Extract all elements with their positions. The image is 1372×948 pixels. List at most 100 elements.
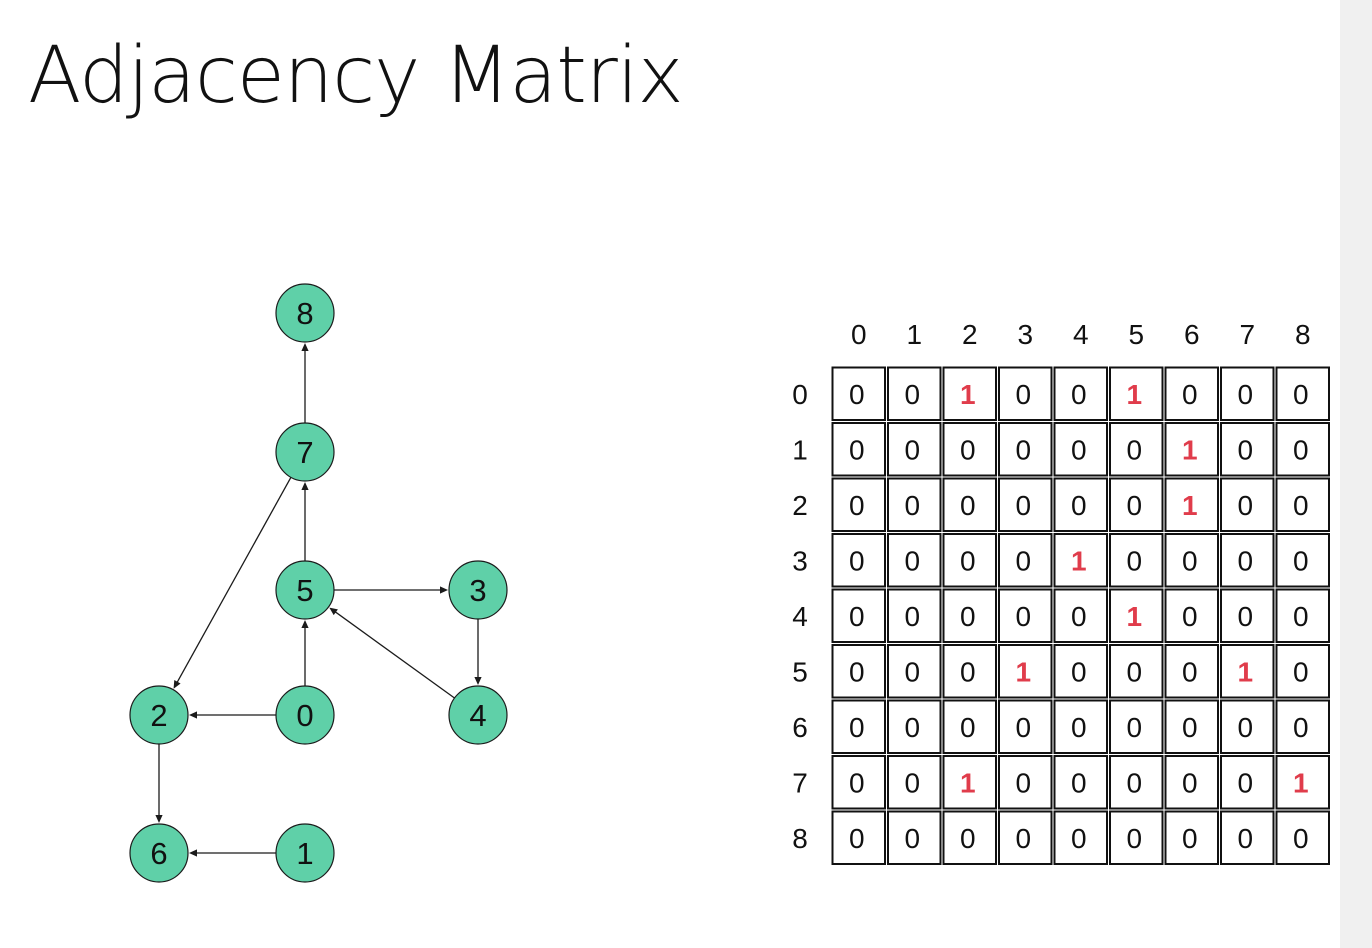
matrix-cell-0-6: 0	[1164, 366, 1219, 421]
cell-value: 0	[1015, 434, 1031, 465]
cell-value: 0	[904, 601, 920, 632]
matrix-cell-8-1: 0	[887, 810, 942, 865]
cell-value: 0	[1182, 379, 1198, 410]
matrix-cell-1-1: 0	[887, 422, 942, 477]
node-circle	[448, 560, 508, 620]
node-circle	[275, 685, 335, 745]
cell-value: 0	[1126, 490, 1142, 521]
matrix-cell-8-2: 0	[942, 810, 997, 865]
cell-value: 1	[1237, 656, 1253, 687]
cell-box	[942, 477, 997, 532]
cell-box	[1275, 366, 1330, 421]
row-header-4: 4	[792, 601, 808, 632]
cell-value: 0	[1015, 545, 1031, 576]
column-header-6: 6	[1184, 319, 1200, 350]
cell-value: 0	[1071, 379, 1087, 410]
cell-box	[1109, 699, 1164, 754]
cell-value: 0	[1237, 545, 1253, 576]
matrix-cell-6-6: 0	[1164, 699, 1219, 754]
graph-node-0: 0	[275, 685, 335, 745]
column-header-5: 5	[1128, 319, 1144, 350]
cell-value: 0	[1015, 379, 1031, 410]
cell-value: 0	[1237, 823, 1253, 854]
node-label: 4	[469, 698, 486, 733]
cell-box	[998, 810, 1053, 865]
cell-value: 0	[1237, 767, 1253, 798]
cell-value: 0	[849, 545, 865, 576]
matrix-cell-6-0: 0	[831, 699, 886, 754]
node-label: 8	[296, 296, 313, 331]
matrix-cell-3-3: 0	[998, 533, 1053, 588]
cell-value: 0	[904, 490, 920, 521]
edge-4-to-5	[329, 607, 455, 699]
cell-box	[1275, 588, 1330, 643]
cell-value: 0	[1293, 379, 1309, 410]
edge-0-to-2	[189, 711, 276, 719]
cell-box	[1220, 533, 1275, 588]
cell-box	[831, 422, 886, 477]
cell-value: 0	[1071, 434, 1087, 465]
arrowhead	[301, 482, 309, 490]
cell-box	[1275, 422, 1330, 477]
cell-value: 1	[1015, 656, 1031, 687]
edge-1-to-6	[189, 849, 276, 857]
cell-box	[1220, 588, 1275, 643]
cell-value: 0	[1015, 601, 1031, 632]
matrix-cell-4-3: 0	[998, 588, 1053, 643]
cell-value: 0	[1293, 545, 1309, 576]
cell-value: 0	[960, 434, 976, 465]
edge-7-to-8	[301, 343, 309, 423]
cell-box	[1220, 422, 1275, 477]
cell-box	[1109, 644, 1164, 699]
matrix-cell-8-0: 0	[831, 810, 886, 865]
matrix-cell-2-7: 0	[1220, 477, 1275, 532]
matrix-cell-3-4: 1	[1053, 533, 1108, 588]
cell-value: 1	[1293, 767, 1309, 798]
matrix-cell-1-8: 0	[1275, 422, 1330, 477]
matrix-cell-2-3: 0	[998, 477, 1053, 532]
cell-box	[887, 588, 942, 643]
cell-value: 1	[1182, 434, 1198, 465]
edge-7-to-2	[173, 477, 292, 689]
cell-value: 0	[1182, 601, 1198, 632]
matrix-cell-6-4: 0	[1053, 699, 1108, 754]
cell-box	[942, 810, 997, 865]
cell-box	[1275, 810, 1330, 865]
graph-node-4: 4	[448, 685, 508, 745]
cell-box	[1164, 755, 1219, 810]
matrix-cell-4-8: 0	[1275, 588, 1330, 643]
row-header-5: 5	[792, 656, 808, 687]
row-header-1: 1	[792, 434, 808, 465]
matrix-cell-1-3: 0	[998, 422, 1053, 477]
matrix-cell-3-2: 0	[942, 533, 997, 588]
slide-title: Adjacency Matrix	[28, 31, 684, 121]
column-header-0: 0	[851, 319, 867, 350]
cell-box	[831, 533, 886, 588]
cell-box	[998, 644, 1053, 699]
cell-box	[942, 588, 997, 643]
cell-box	[831, 477, 886, 532]
cell-value: 0	[1237, 379, 1253, 410]
node-label: 5	[296, 573, 313, 608]
row-header-7: 7	[792, 767, 808, 798]
cell-box	[1053, 422, 1108, 477]
matrix-cell-1-5: 0	[1109, 422, 1164, 477]
cell-value: 0	[1293, 601, 1309, 632]
cell-value: 0	[1293, 490, 1309, 521]
graph-node-6: 6	[129, 823, 189, 883]
column-header-4: 4	[1073, 319, 1089, 350]
matrix-cell-1-7: 0	[1220, 422, 1275, 477]
node-circle	[275, 422, 335, 482]
node-label: 6	[150, 836, 167, 871]
matrix-cell-8-5: 0	[1109, 810, 1164, 865]
node-circle	[129, 823, 189, 883]
arrowhead	[189, 849, 197, 857]
cell-box	[831, 366, 886, 421]
cell-box	[1109, 755, 1164, 810]
matrix-cell-7-6: 0	[1164, 755, 1219, 810]
matrix-cell-0-1: 0	[887, 366, 942, 421]
cell-box	[887, 755, 942, 810]
cell-box	[1220, 755, 1275, 810]
